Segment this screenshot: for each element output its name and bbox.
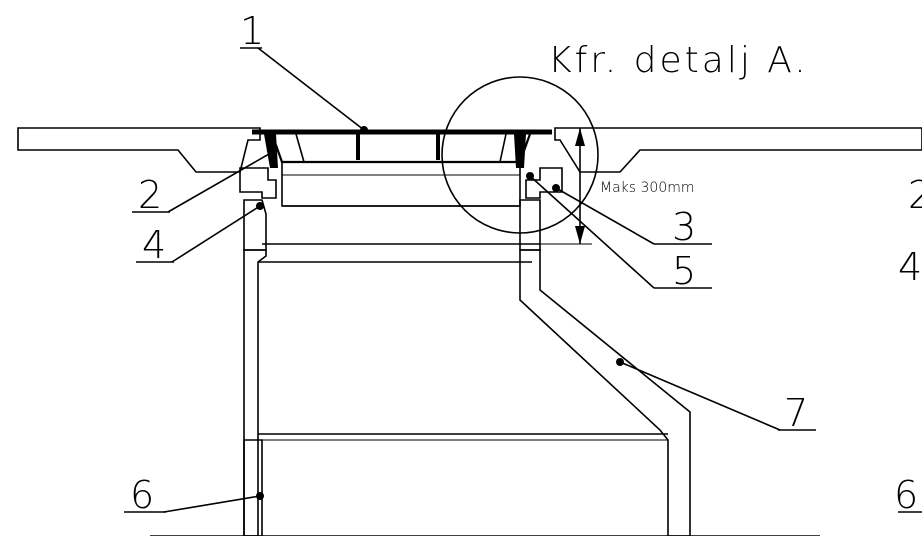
label-1: 1: [240, 9, 264, 53]
road-surface-hatch-right: [554, 127, 922, 173]
road-surface-hatch: [17, 127, 261, 173]
collar-right: [519, 199, 541, 251]
label-6-right: 6: [894, 473, 918, 517]
label-4-right: 4: [898, 245, 922, 289]
label-4: 4: [142, 223, 166, 267]
dimension-max-300mm: [540, 128, 592, 245]
label-2-right: 2: [908, 173, 922, 217]
detail-title: Kfr. detalj A.: [548, 40, 809, 81]
dimension-label: Maks 300mm: [600, 180, 695, 196]
label-5: 5: [672, 249, 696, 293]
leader-lines: [163, 47, 781, 513]
manhole-cover: [252, 129, 552, 168]
label-7: 7: [784, 391, 808, 435]
collar-left: [243, 199, 267, 251]
detail-circle-a: [441, 76, 599, 234]
label-6: 6: [130, 473, 154, 517]
cone-wall-right: [519, 249, 691, 536]
shaft-wall-left-lower: [243, 439, 263, 536]
label-underlines: [124, 47, 922, 513]
adjustment-ring-left: [239, 167, 277, 199]
label-2: 2: [138, 173, 162, 217]
label-3: 3: [672, 205, 696, 249]
